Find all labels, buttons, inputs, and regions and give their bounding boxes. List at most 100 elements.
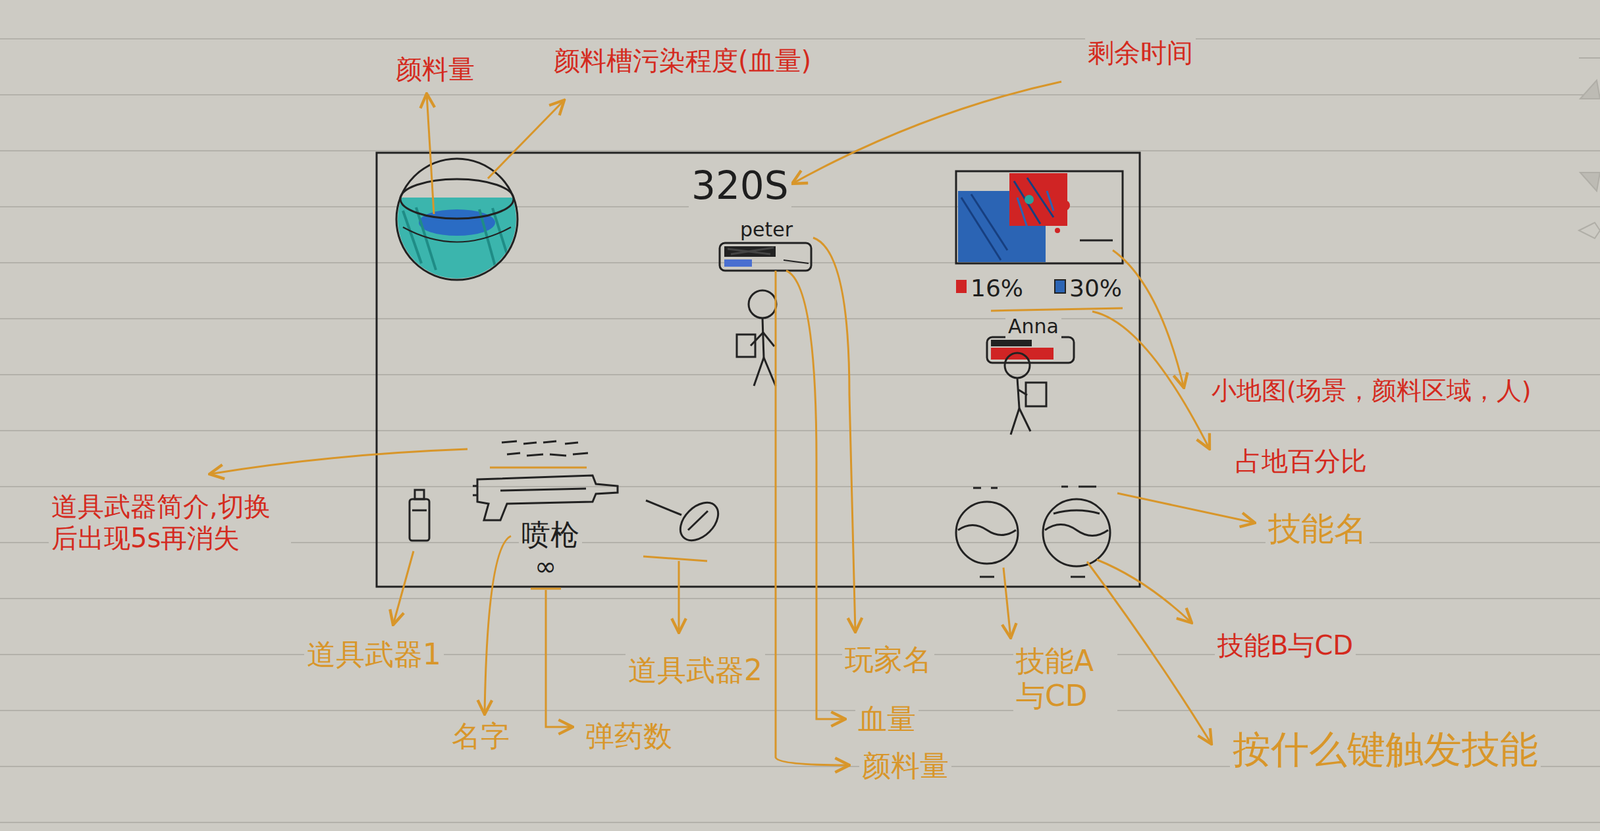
annotation-label: 道具武器简介,切换 后出现5s再消失: [48, 490, 292, 554]
ruled-lines-part: [0, 318, 1600, 320]
player-bars-anna-part: [990, 339, 1032, 347]
minimap-part: [1079, 239, 1113, 242]
leader-lines-part: [426, 93, 434, 214]
ruled-lines-part: [0, 94, 1600, 96]
annotation-label: 名字: [449, 719, 513, 754]
leader-lines-part: [786, 270, 846, 720]
ruled-lines-part: [0, 38, 1600, 40]
annotation-label: 血量: [855, 701, 919, 737]
minimap-part: [956, 279, 967, 294]
underlines: [489, 308, 1123, 589]
player-bars-peter-part: [724, 259, 752, 267]
leader-lines-part: [393, 551, 414, 625]
skill-a-part: [958, 525, 1016, 536]
leader-lines-part: [209, 449, 468, 475]
minimap-part: [1009, 225, 1046, 263]
screen-frame-part: [376, 152, 1140, 587]
player-bars-peter-part: [719, 242, 812, 271]
player-bars-peter-part: [724, 246, 776, 257]
leader-lines-part: [678, 560, 681, 633]
player-figure-part: [736, 334, 756, 357]
enemy-figure-part: [1017, 377, 1020, 409]
spray-gun-part: [500, 488, 587, 491]
spray-can-part: [412, 509, 427, 512]
annotation-label: 颜料量: [859, 748, 952, 784]
spray-gun: [472, 475, 618, 521]
skill-b: [1042, 486, 1111, 577]
leader-lines-part: [484, 535, 511, 715]
enemy-figure-part: [1004, 352, 1030, 378]
leader-lines-part: [1092, 311, 1210, 450]
annotation-label: 技能名: [1265, 508, 1370, 549]
app-sidebar-part: [1580, 80, 1600, 99]
spray-can-part: [414, 489, 425, 500]
annotation-label: 颜料槽污染程度(血量): [551, 44, 814, 77]
ruled-lines-part: [0, 150, 1600, 152]
skill-b-part: [1061, 485, 1097, 488]
skill-a-part: [973, 487, 998, 490]
player-figure-part: [763, 332, 775, 347]
annotation-label: 技能A 与CD: [1013, 643, 1118, 714]
paddle-item-part: [645, 500, 682, 515]
paint-bowl-part: [402, 227, 511, 243]
minimap-part: [961, 177, 1054, 261]
player-name: peter: [737, 217, 796, 242]
underlines-part: [489, 466, 587, 469]
underlines-part: [990, 308, 1123, 311]
ammo-count: ∞: [532, 550, 560, 583]
skill-a: [956, 487, 1018, 577]
weapon-intro-scribble-part: [501, 441, 579, 444]
minimap-part: [1054, 227, 1061, 234]
player-figure-part: [763, 357, 776, 386]
annotation-label: 占地百分比: [1232, 445, 1370, 477]
leader-lines-part: [1112, 250, 1184, 388]
spray-gun-part: [472, 485, 478, 496]
paint-bowl: [395, 158, 521, 284]
underlines-part: [530, 587, 561, 590]
enemy-figure-part: [1019, 408, 1031, 432]
percent-text: 30%: [1066, 273, 1125, 303]
paint-bowl-part: [400, 179, 514, 219]
annotation-label: 道具武器1: [304, 637, 444, 673]
annotation-label: 剩余时间: [1085, 36, 1196, 69]
ruled-lines-part: [0, 821, 1600, 824]
spray-can-part: [409, 499, 430, 541]
player-figure: [736, 290, 777, 386]
player-figure-part: [748, 290, 777, 319]
paddle-item-part: [672, 495, 725, 548]
minimap-part: [1059, 200, 1070, 211]
ruled-lines-part: [0, 373, 1600, 376]
enemy-figure-part: [1010, 408, 1020, 435]
app-sidebar-part: [1580, 172, 1600, 191]
leader-lines: [209, 81, 1255, 766]
leader-lines-part: [792, 81, 1062, 184]
skill-b-part: [1042, 499, 1111, 567]
leader-lines-part: [1096, 559, 1192, 623]
leader-lines-part: [545, 589, 573, 727]
enemy-figure-part: [1025, 382, 1047, 407]
player-figure-part: [762, 318, 764, 358]
player-bars-peter-part: [727, 247, 774, 255]
skill-a-part: [956, 501, 1018, 564]
ruled-lines-part: [0, 653, 1600, 656]
annotation-label: 小地图(场景，颜料区域，人): [1208, 375, 1535, 407]
minimap-part: [1017, 190, 1054, 228]
skill-b-part: [1053, 510, 1100, 514]
ruled-lines-part: [0, 709, 1600, 712]
spray-can: [409, 489, 430, 541]
leader-lines-part: [813, 237, 856, 633]
timer-text: 320S: [688, 163, 792, 210]
skill-b-part: [1044, 524, 1109, 536]
leader-lines-part: [1003, 567, 1011, 639]
ruled-lines-part: [0, 597, 1600, 600]
ruled-lines: [0, 38, 1600, 823]
player-bars-peter: [719, 242, 812, 271]
paint-bowl-part-part: [402, 207, 509, 270]
leader-lines-part: [1117, 493, 1255, 523]
minimap-part: [958, 190, 1010, 263]
paddle-item: [645, 495, 726, 548]
weapon-intro-scribble: [501, 441, 588, 456]
player-bars-anna: [986, 337, 1074, 363]
